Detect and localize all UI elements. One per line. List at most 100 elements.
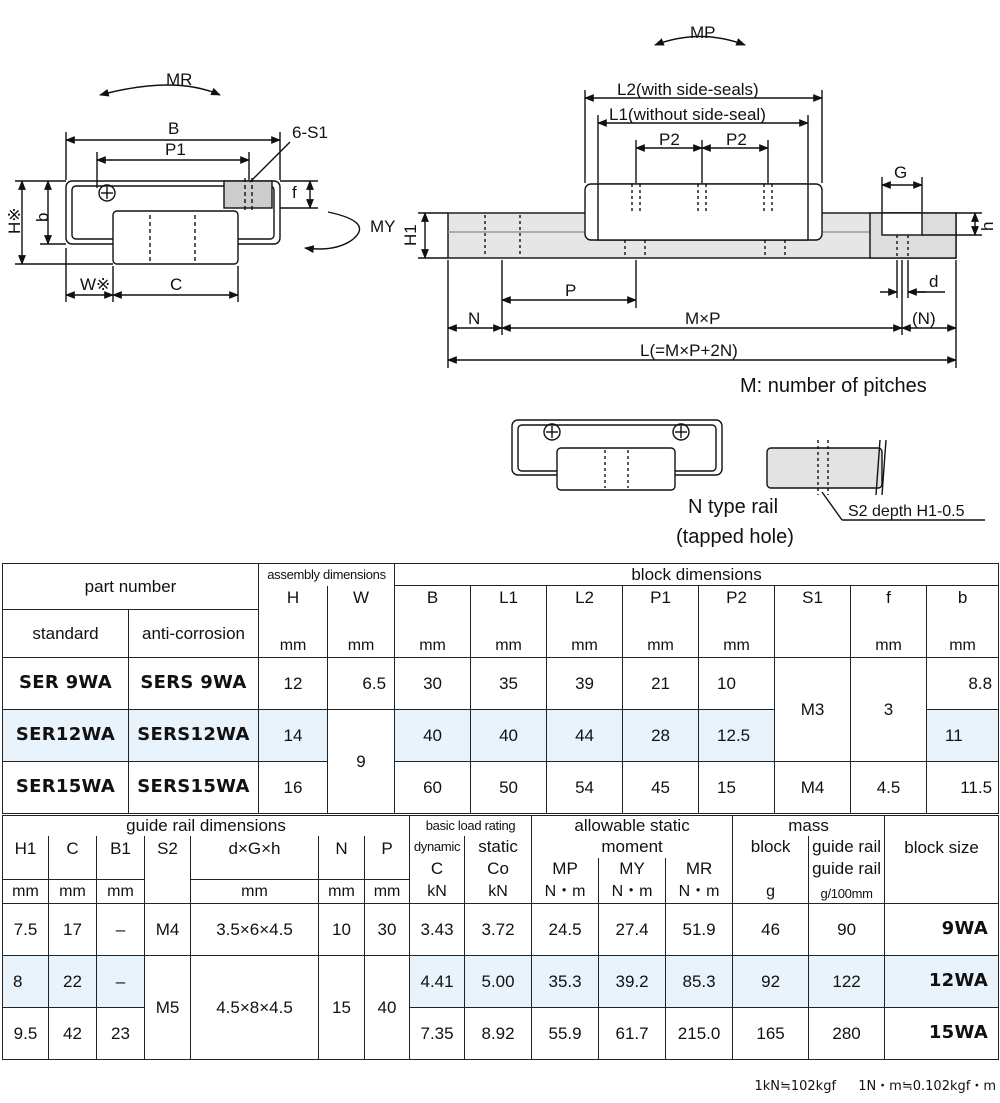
unit-h1: mm (2, 879, 49, 904)
part-anti-corrosion: SERS 9WA (127, 657, 260, 710)
label-p2-a: P2 (659, 130, 680, 149)
label-l1: L1(without side-seal) (609, 105, 766, 124)
cell-s1-merged: M3 (774, 657, 852, 762)
unit-mp: N・m (531, 879, 600, 904)
unit-conversion-note: 1kN≒102kgf 1N・m≒0.102kgf・m (736, 1075, 996, 1094)
cell-my: 61.7 (598, 1007, 667, 1060)
label-h: H※ (5, 207, 24, 234)
end-view (15, 84, 361, 302)
table-row: 9.5 42 23 7.35 8.92 55.9 61.7 215.0 165 … (2, 1007, 1000, 1060)
cell-p1: 21 (622, 657, 700, 710)
unit-my: N・m (598, 879, 667, 904)
ntype-line2: (tapped hole) (676, 526, 794, 548)
unit-b: mm (394, 609, 472, 658)
cell-p1: 45 (622, 761, 700, 814)
unit-b-small: mm (926, 609, 1000, 658)
assembly-header: assembly dimensions (258, 563, 396, 586)
technical-drawing: MR B P1 6-S1 H※ b f W※ C MY (5, 23, 997, 548)
cell-c: 22 (48, 955, 97, 1008)
unit-n: mm (318, 879, 365, 904)
n-type-rail-section (766, 439, 985, 521)
mass-block-blank (732, 857, 810, 880)
label-l2: L2(with side-seals) (617, 80, 759, 99)
cell-p-merged: 40 (363, 955, 411, 1060)
part-standard: SER 9WA (2, 657, 129, 710)
cell-b: 40 (394, 709, 472, 762)
unit-p: mm (363, 879, 411, 904)
rail-label: guide rail (808, 857, 886, 880)
cell-b-small: 11 (926, 709, 1000, 762)
cell-n-merged: 15 (318, 955, 365, 1060)
col-b: B (394, 585, 472, 610)
label-n: N (468, 309, 480, 328)
cell-c-dynamic: 4.41 (409, 955, 466, 1008)
col-w: W (327, 585, 396, 610)
cell-b: 30 (394, 657, 472, 710)
n-type-end-view (511, 419, 723, 491)
col-c: C (48, 835, 97, 880)
label-d: d (929, 272, 938, 291)
label-b-small: b (33, 213, 52, 222)
label-h1: H1 (401, 224, 420, 246)
unit-s1 (774, 609, 852, 658)
part-anti-corrosion: SERS15WA (127, 761, 260, 814)
cell-b-small: 11.5 (926, 761, 1000, 814)
table-row: 8 22 – M5 4.5×8×4.5 15 40 4.41 5.00 35.3… (2, 955, 1000, 1060)
cell-mr: 51.9 (665, 903, 734, 956)
cell-mass-rail: 280 (808, 1007, 886, 1060)
cell-s1: M4 (774, 761, 852, 814)
cell-h: 16 (258, 761, 329, 814)
cell-co-static: 8.92 (464, 1007, 533, 1060)
cell-c: 17 (48, 903, 97, 956)
cell-h1: 7.5 (2, 903, 49, 956)
label-l: L(=M×P+2N) (640, 341, 738, 360)
unit-cd: kN (409, 879, 466, 904)
cell-mass-rail: 122 (808, 955, 886, 1008)
block-size-header: block size (884, 815, 1000, 880)
cell-b-small: 8.8 (926, 657, 1000, 710)
cell-f-merged: 3 (850, 657, 928, 762)
cell-b1: 23 (96, 1007, 145, 1060)
label-s1: 6-S1 (292, 123, 328, 142)
cell-my: 27.4 (598, 903, 667, 956)
block-dimensions-table: part number assembly dimensions block di… (1, 563, 1000, 814)
unit-dgh: mm (190, 879, 319, 904)
cell-co-static: 3.72 (464, 903, 533, 956)
unit-b1: mm (96, 879, 145, 904)
s2-depth-note: S2 depth H1-0.5 (848, 503, 965, 520)
rail-rating-table: guide rail dimensions basic load rating … (1, 815, 1000, 1060)
cell-mass-rail: 90 (808, 903, 886, 956)
guide-rail-header: guide rail dimensions (1, 815, 411, 836)
col-h1: H1 (2, 835, 49, 880)
cell-mass-block: 46 (732, 903, 810, 956)
cell-b1: – (96, 903, 145, 956)
cell-mp: 24.5 (531, 903, 600, 956)
cell-p1: 28 (622, 709, 700, 762)
cell-w: 6.5 (327, 657, 396, 710)
basic-load-header: basic load rating (409, 815, 533, 836)
part-anti-corrosion: SERS12WA (127, 709, 260, 762)
cell-l2: 44 (546, 709, 624, 762)
cell-p2: 12.5 (698, 709, 776, 762)
cell-mr: 215.0 (665, 1007, 734, 1060)
cell-dgh-merged: 4.5×8×4.5 (190, 955, 319, 1060)
unit-w: mm (327, 609, 396, 658)
cell-f: 4.5 (850, 761, 928, 814)
cell-n: 10 (318, 903, 365, 956)
cell-mr: 85.3 (665, 955, 734, 1008)
side-view (418, 35, 982, 368)
pitch-note: M: number of pitches (740, 375, 927, 397)
table-row: 7.5 17 – M4 3.5×6×4.5 10 30 3.43 3.72 24… (2, 903, 1000, 956)
cell-h: 14 (258, 709, 329, 762)
cell-c: 42 (48, 1007, 97, 1060)
col-dgh: d×G×h (190, 835, 319, 880)
col-l1: L1 (470, 585, 548, 610)
cell-p: 30 (363, 903, 411, 956)
label-w: W※ (80, 275, 110, 294)
table-row: SER 9WA SERS 9WA 12 6.5 30 35 39 21 10 M… (2, 657, 1000, 762)
kn-conversion: 1kN≒102kgf (754, 1079, 837, 1094)
cell-p2: 10 (698, 657, 776, 710)
label-mp: MP (690, 23, 716, 42)
cell-b: 60 (394, 761, 472, 814)
col-mp: MP (531, 857, 600, 880)
